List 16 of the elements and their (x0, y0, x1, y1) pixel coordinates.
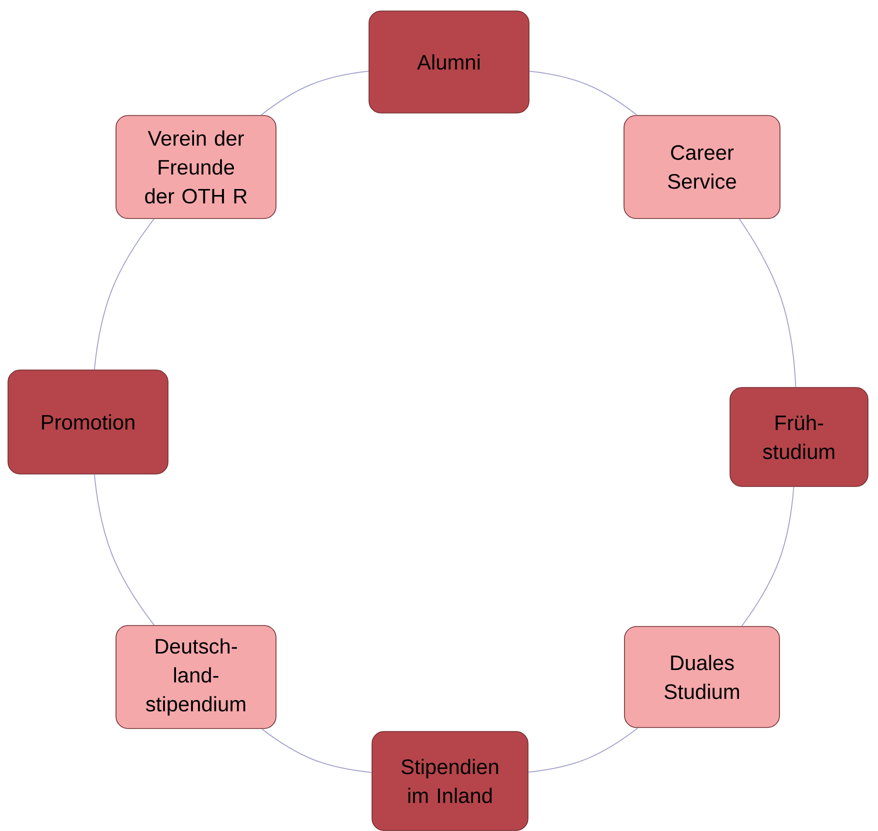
ring-line (528, 727, 638, 773)
ring-line (260, 70, 370, 116)
stage-box: Verein der Freunde der OTH R (116, 115, 276, 219)
ring-line (261, 728, 372, 773)
stage-box: Stipendien im Inland (372, 731, 528, 831)
ring-line (94, 218, 155, 370)
stage-box: Deutsch-land-stipendium (116, 625, 276, 729)
ring-line (94, 474, 155, 626)
ring-line (738, 218, 796, 388)
stage-box: Duales Studium (624, 626, 780, 728)
stage-box: Career Service (624, 115, 780, 219)
ring-line (741, 486, 794, 627)
stage-box: Früh-studium (730, 387, 868, 487)
stage-box: Alumni (368, 10, 530, 114)
stage-box: Promotion (8, 370, 168, 474)
ring-line (528, 70, 638, 116)
